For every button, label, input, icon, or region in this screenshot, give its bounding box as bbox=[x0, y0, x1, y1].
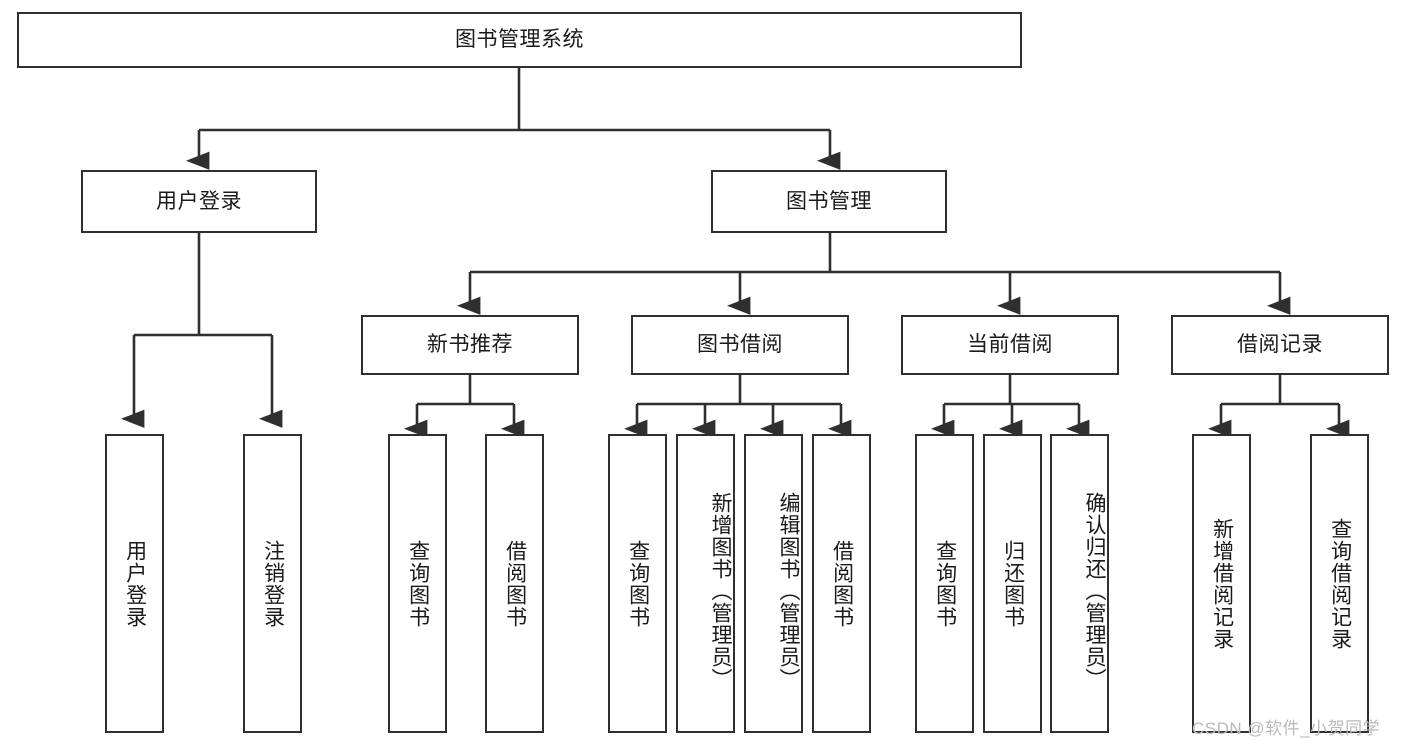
node-leaf-logout[interactable]: 注销登录 bbox=[243, 434, 302, 733]
node-leaf-query-book-3-label: 查询图书 bbox=[933, 539, 957, 628]
node-leaf-return-book-label: 归还图书 bbox=[1001, 539, 1025, 628]
node-root-label: 图书管理系统 bbox=[455, 28, 584, 52]
node-leaf-add-record[interactable]: 新增借阅记录 bbox=[1192, 434, 1251, 733]
node-leaf-add-record-label: 新增借阅记录 bbox=[1210, 517, 1234, 650]
node-new-book-rec-label: 新书推荐 bbox=[427, 333, 513, 357]
node-leaf-add-book[interactable]: 新增图书（管理员） bbox=[676, 434, 735, 733]
node-leaf-borrow-book-1[interactable]: 借阅图书 bbox=[485, 434, 544, 733]
node-root[interactable]: 图书管理系统 bbox=[17, 12, 1022, 68]
node-book-borrow[interactable]: 图书借阅 bbox=[631, 315, 849, 375]
node-leaf-query-record[interactable]: 查询借阅记录 bbox=[1310, 434, 1369, 733]
node-leaf-borrow-book-1-label: 借阅图书 bbox=[503, 539, 527, 628]
node-book-manage-label: 图书管理 bbox=[786, 189, 872, 213]
node-user-login[interactable]: 用户登录 bbox=[81, 170, 317, 233]
node-leaf-query-book-2-label: 查询图书 bbox=[626, 539, 650, 628]
node-leaf-query-book-1-label: 查询图书 bbox=[406, 539, 430, 628]
node-current-borrow-label: 当前借阅 bbox=[967, 333, 1053, 357]
node-new-book-rec[interactable]: 新书推荐 bbox=[361, 315, 579, 375]
csdn-watermark: CSDN @软件_小贺同学 bbox=[1192, 719, 1381, 738]
node-leaf-confirm-return-label: 确认归还（管理员） bbox=[1083, 491, 1106, 690]
node-book-borrow-label: 图书借阅 bbox=[697, 333, 783, 357]
node-leaf-edit-book-label: 编辑图书（管理员） bbox=[777, 491, 800, 690]
node-leaf-edit-book[interactable]: 编辑图书（管理员） bbox=[744, 434, 803, 733]
node-current-borrow[interactable]: 当前借阅 bbox=[901, 315, 1119, 375]
node-leaf-user-login[interactable]: 用户登录 bbox=[105, 434, 164, 733]
node-leaf-return-book[interactable]: 归还图书 bbox=[983, 434, 1042, 733]
node-leaf-borrow-book-2-label: 借阅图书 bbox=[830, 539, 854, 628]
node-leaf-borrow-book-2[interactable]: 借阅图书 bbox=[812, 434, 871, 733]
node-user-login-label: 用户登录 bbox=[156, 189, 242, 213]
node-leaf-logout-label: 注销登录 bbox=[261, 539, 285, 628]
node-leaf-query-book-3[interactable]: 查询图书 bbox=[915, 434, 974, 733]
node-borrow-record[interactable]: 借阅记录 bbox=[1171, 315, 1389, 375]
node-leaf-confirm-return[interactable]: 确认归还（管理员） bbox=[1050, 434, 1109, 733]
node-borrow-record-label: 借阅记录 bbox=[1237, 333, 1323, 357]
node-leaf-query-book-2[interactable]: 查询图书 bbox=[608, 434, 667, 733]
node-leaf-user-login-label: 用户登录 bbox=[123, 539, 147, 628]
node-book-manage[interactable]: 图书管理 bbox=[711, 170, 947, 233]
node-leaf-query-book-1[interactable]: 查询图书 bbox=[388, 434, 447, 733]
node-leaf-query-record-label: 查询借阅记录 bbox=[1328, 517, 1352, 650]
node-leaf-add-book-label: 新增图书（管理员） bbox=[709, 491, 732, 690]
